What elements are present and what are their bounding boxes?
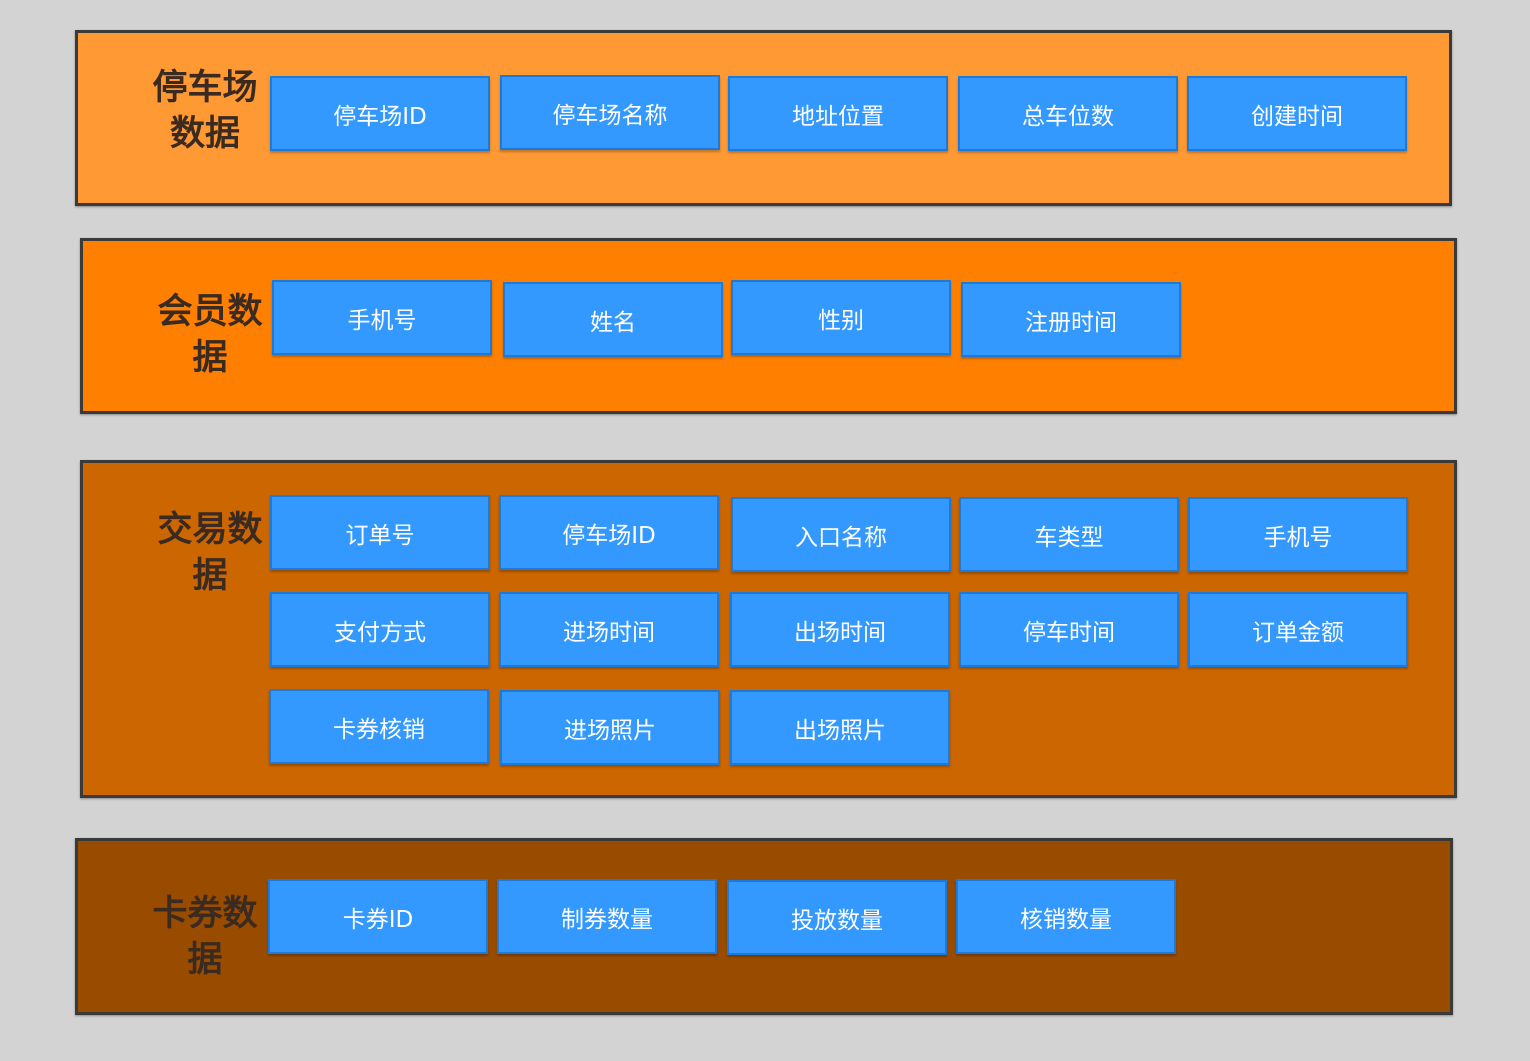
field-entry-photo[interactable]: 进场照片: [500, 690, 720, 765]
trade-data-title: 交易数据: [157, 510, 263, 596]
field-parking-duration[interactable]: 停车时间: [959, 592, 1179, 667]
field-member-phone[interactable]: 手机号: [272, 280, 492, 355]
field-parking-name[interactable]: 停车场名称: [500, 75, 720, 150]
field-member-gender[interactable]: 性别: [731, 280, 951, 355]
coupon-data-panel: 卡券数据 卡券ID 制券数量 投放数量 核销数量: [75, 838, 1453, 1015]
trade-data-panel: 交易数据 订单号 停车场ID 入口名称 车类型 手机号 支付方式 进场时间 出场…: [80, 460, 1457, 798]
field-order-amount[interactable]: 订单金额: [1188, 592, 1408, 667]
field-created-time[interactable]: 创建时间: [1187, 76, 1407, 151]
field-coupon-redemption[interactable]: 卡券核销: [269, 689, 489, 764]
member-data-title: 会员数据: [157, 292, 263, 378]
field-exit-photo[interactable]: 出场照片: [730, 690, 950, 765]
field-distributed-quantity[interactable]: 投放数量: [727, 880, 947, 955]
field-parking-id[interactable]: 停车场ID: [270, 76, 490, 151]
field-exit-time[interactable]: 出场时间: [730, 592, 950, 667]
coupon-data-title: 卡券数据: [152, 894, 258, 980]
field-total-spaces[interactable]: 总车位数: [958, 76, 1178, 151]
member-data-panel: 会员数据 手机号 姓名 性别 注册时间: [80, 238, 1457, 414]
parking-data-title: 停车场数据: [152, 68, 258, 154]
field-entry-time[interactable]: 进场时间: [499, 592, 719, 667]
field-trade-parking-id[interactable]: 停车场ID: [499, 495, 719, 570]
field-register-time[interactable]: 注册时间: [961, 282, 1181, 357]
field-coupon-id[interactable]: 卡券ID: [268, 879, 488, 954]
field-payment-method[interactable]: 支付方式: [270, 592, 490, 667]
field-address[interactable]: 地址位置: [728, 76, 948, 151]
field-member-name[interactable]: 姓名: [503, 282, 723, 357]
parking-data-panel: 停车场数据 停车场ID 停车场名称 地址位置 总车位数 创建时间: [75, 30, 1452, 206]
field-redeemed-quantity[interactable]: 核销数量: [956, 879, 1176, 954]
field-order-number[interactable]: 订单号: [270, 495, 490, 570]
field-vehicle-type[interactable]: 车类型: [959, 497, 1179, 572]
field-issued-quantity[interactable]: 制券数量: [497, 879, 717, 954]
field-entrance-name[interactable]: 入口名称: [731, 497, 951, 572]
field-trade-phone[interactable]: 手机号: [1188, 497, 1408, 572]
